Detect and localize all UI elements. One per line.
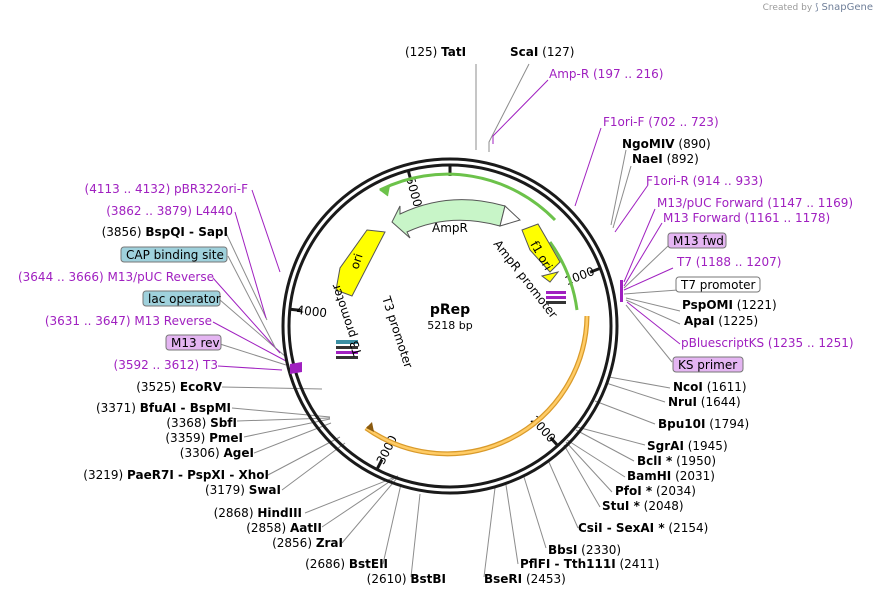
- site-left-7: (3179) SwaI: [205, 483, 281, 497]
- feature-arcs: [364, 172, 590, 457]
- site-right-0: NgoMIV (890): [622, 137, 711, 151]
- site-left-3: (3368) SbfI: [166, 416, 237, 430]
- plasmid-size: 5218 bp: [427, 319, 472, 332]
- site-left-11: (2686) BstEII: [305, 557, 388, 571]
- tick-label: 4000: [296, 303, 328, 320]
- primer-left-4: (3592 .. 3612) T3: [114, 358, 218, 372]
- ori-feature: ori: [335, 229, 386, 297]
- svg-text:M13 fwd: M13 fwd: [673, 234, 724, 248]
- primer-left-1: (3862 .. 3879) L4440: [106, 204, 233, 218]
- watermark-brand: SnapGene: [821, 2, 873, 13]
- primer-left-0: (4113 .. 4132) pBR322ori-F: [85, 182, 249, 196]
- ori-label: ori: [348, 252, 366, 271]
- site-left-4: (3359) PmeI: [165, 431, 243, 445]
- site-right-7: SgrAI (1945): [647, 439, 728, 453]
- site-tati: (125) TatI: [405, 45, 466, 59]
- left-feature-glyphs: [290, 340, 358, 374]
- site-left-9: (2858) AatII: [246, 521, 322, 535]
- leader-lines: [212, 63, 681, 578]
- t3-promoter-label: T3 promoter: [379, 294, 416, 370]
- site-left-6: (3219) PaeR7I - PspXI - XhoI: [83, 468, 269, 482]
- tick-mark: [589, 266, 601, 274]
- restriction-site-labels: (125) TatI ScaI (127) NgoMIV (890)NaeI (89…: [83, 45, 776, 586]
- svg-text:CAP binding site: CAP binding site: [126, 248, 224, 262]
- site-left-5: (3306) AgeI: [180, 446, 254, 460]
- site-left-10: (2856) ZraI: [272, 536, 343, 550]
- svg-text:M13 rev: M13 rev: [171, 336, 220, 350]
- tick-mark: [375, 458, 384, 471]
- site-left-0: (3856) BspQI - SapI: [102, 225, 228, 239]
- svg-text:KS primer: KS primer: [678, 358, 737, 372]
- primer-right-6: pBluescriptKS (1235 .. 1251): [681, 336, 854, 350]
- site-right-9: BamHI (2031): [627, 469, 715, 483]
- site-right-1: NaeI (892): [632, 152, 699, 166]
- watermark-prefix: Created by: [762, 3, 813, 13]
- primer-left-2: (3644 .. 3666) M13/pUC Reverse: [18, 270, 214, 284]
- primer-right-3: M13/pUC Forward (1147 .. 1169): [657, 196, 853, 210]
- site-right-8: BclI * (1950): [637, 454, 716, 468]
- primer-right-2: F1ori-R (914 .. 933): [646, 174, 763, 188]
- site-right-11: StuI * (2048): [602, 499, 684, 513]
- tick-mark: [289, 307, 301, 312]
- site-right-12: CsiI - SexAI * (2154): [578, 521, 708, 535]
- site-right-6: Bpu10I (1794): [658, 417, 749, 431]
- primer-left-3: (3631 .. 3647) M13 Reverse: [45, 314, 212, 328]
- site-right-10: PfoI * (2034): [615, 484, 696, 498]
- site-scai: ScaI (127): [510, 45, 574, 59]
- primer-right-4: M13 Forward (1161 .. 1178): [663, 211, 830, 225]
- primer-right-5: T7 (1188 .. 1207): [676, 255, 781, 269]
- box-left-0: CAP binding site: [120, 246, 228, 263]
- boxed-feature-labels: M13 fwd T7 promoter KS primer CAP binding s…: [120, 232, 761, 373]
- site-right-2: PspOMI (1221): [682, 298, 777, 312]
- primer-right-1: F1ori-F (702 .. 723): [603, 115, 719, 129]
- box-left-2: M13 rev: [165, 334, 222, 351]
- box-right-0: M13 fwd: [667, 232, 727, 249]
- primer-labels: Amp-R (197 .. 216) F1ori-F (702 .. 723) F1…: [18, 67, 854, 372]
- box-right-1: T7 promoter: [675, 276, 761, 293]
- site-right-13: BbsI (2330): [548, 543, 621, 557]
- box-right-2: KS primer: [672, 356, 744, 373]
- site-left-8: (2868) HindIII: [214, 506, 302, 520]
- site-right-4: NcoI (1611): [673, 380, 747, 394]
- site-left-12: (2610) BstBI: [367, 572, 446, 586]
- site-right-5: NruI (1644): [668, 395, 741, 409]
- site-left-1: (3525) EcoRV: [136, 380, 223, 394]
- svg-text:T7 promoter: T7 promoter: [680, 278, 756, 292]
- site-right-14: PflFI - Tth111I (2411): [520, 557, 659, 571]
- tick-mark: [549, 436, 559, 447]
- ampr-label: AmpR: [432, 221, 468, 235]
- watermark: Created by ⟆ SnapGene: [763, 2, 873, 13]
- snapgene-icon: ⟆: [815, 3, 819, 13]
- site-left-2: (3371) BfuAI - BspMI: [96, 401, 231, 415]
- ampr-feature: AmpR: [391, 199, 521, 239]
- box-left-1: lac operator: [142, 290, 221, 307]
- primer-right-0: Amp-R (197 .. 216): [549, 67, 663, 81]
- site-right-15: BseRI (2453): [484, 572, 566, 586]
- right-feature-glyphs: [546, 280, 623, 304]
- plasmid-name: pRep: [430, 302, 470, 318]
- svg-text:lac operator: lac operator: [148, 292, 221, 306]
- site-right-3: ApaI (1225): [684, 314, 758, 328]
